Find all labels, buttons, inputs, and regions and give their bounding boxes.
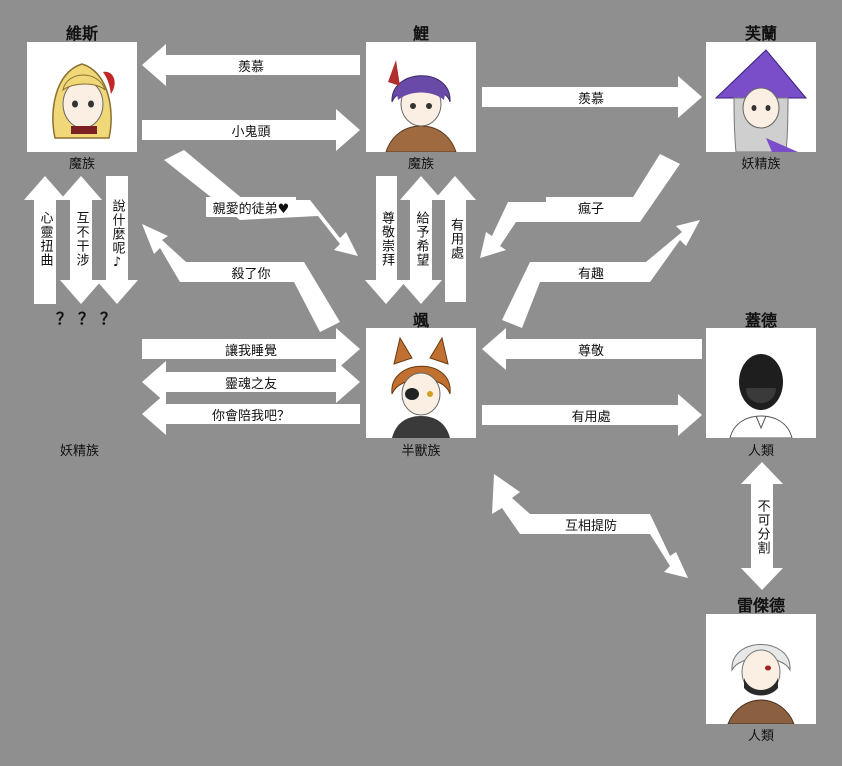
label-no-interfere: 互不干涉 xyxy=(70,198,92,280)
label-guard: 互相提防 xyxy=(546,514,636,534)
portrait-li xyxy=(366,42,476,152)
label-twisted: 心靈扭曲 xyxy=(34,198,56,280)
label-killed-you: 殺了你 xyxy=(206,262,296,282)
race-leijiede: 人類 xyxy=(747,729,774,744)
label-respect-worship: 尊敬崇拜 xyxy=(376,198,397,280)
label-accompany: 你會陪我吧？ xyxy=(206,404,296,424)
label-question: ？？？ xyxy=(56,309,123,328)
label-dear-disciple: 親愛的徒弟♥ xyxy=(206,197,296,217)
label-respect: 尊敬 xyxy=(546,339,636,359)
race-li: 魔族 xyxy=(407,157,434,172)
label-inseparable: 不可分割 xyxy=(751,486,773,568)
label-soulmate: 靈魂之友 xyxy=(206,372,296,392)
label-sleep-with-me: 讓我睡覺 xyxy=(206,339,296,359)
name-gaide: 蓋德 xyxy=(744,311,777,330)
portrait-weisi xyxy=(27,42,137,152)
race-sa: 半獸族 xyxy=(401,444,441,459)
label-useful-li: 有用處 xyxy=(445,198,466,280)
portrait-sa xyxy=(366,328,476,438)
label-little-ghost: 小鬼頭 xyxy=(206,120,296,140)
label-crazy: 瘋子 xyxy=(546,197,636,217)
label-envy-li-weisi: 羨慕 xyxy=(206,55,296,75)
race-fulan: 妖精族 xyxy=(741,157,781,172)
label-interesting: 有趣 xyxy=(546,262,636,282)
portrait-fulan xyxy=(706,42,816,152)
name-weisi: 維斯 xyxy=(65,24,98,43)
race-weisi: 魔族 xyxy=(68,157,95,172)
portrait-leijiede xyxy=(706,614,816,724)
portrait-gaide xyxy=(706,328,816,438)
label-give-hope: 給予希望 xyxy=(410,198,432,280)
name-li: 鯉 xyxy=(412,24,429,43)
label-envy-li-fulan: 羨慕 xyxy=(546,87,636,107)
race-gaide: 人類 xyxy=(747,444,774,459)
label-say-what: 說什麼呢♪ xyxy=(106,190,128,280)
name-fulan: 芙蘭 xyxy=(744,24,777,43)
label-useful-gaide: 有用處 xyxy=(546,405,636,425)
name-leijiede: 雷傑德 xyxy=(736,596,785,615)
race-fairy-unknown: 妖精族 xyxy=(60,444,100,459)
name-sa: 颯 xyxy=(412,311,429,330)
